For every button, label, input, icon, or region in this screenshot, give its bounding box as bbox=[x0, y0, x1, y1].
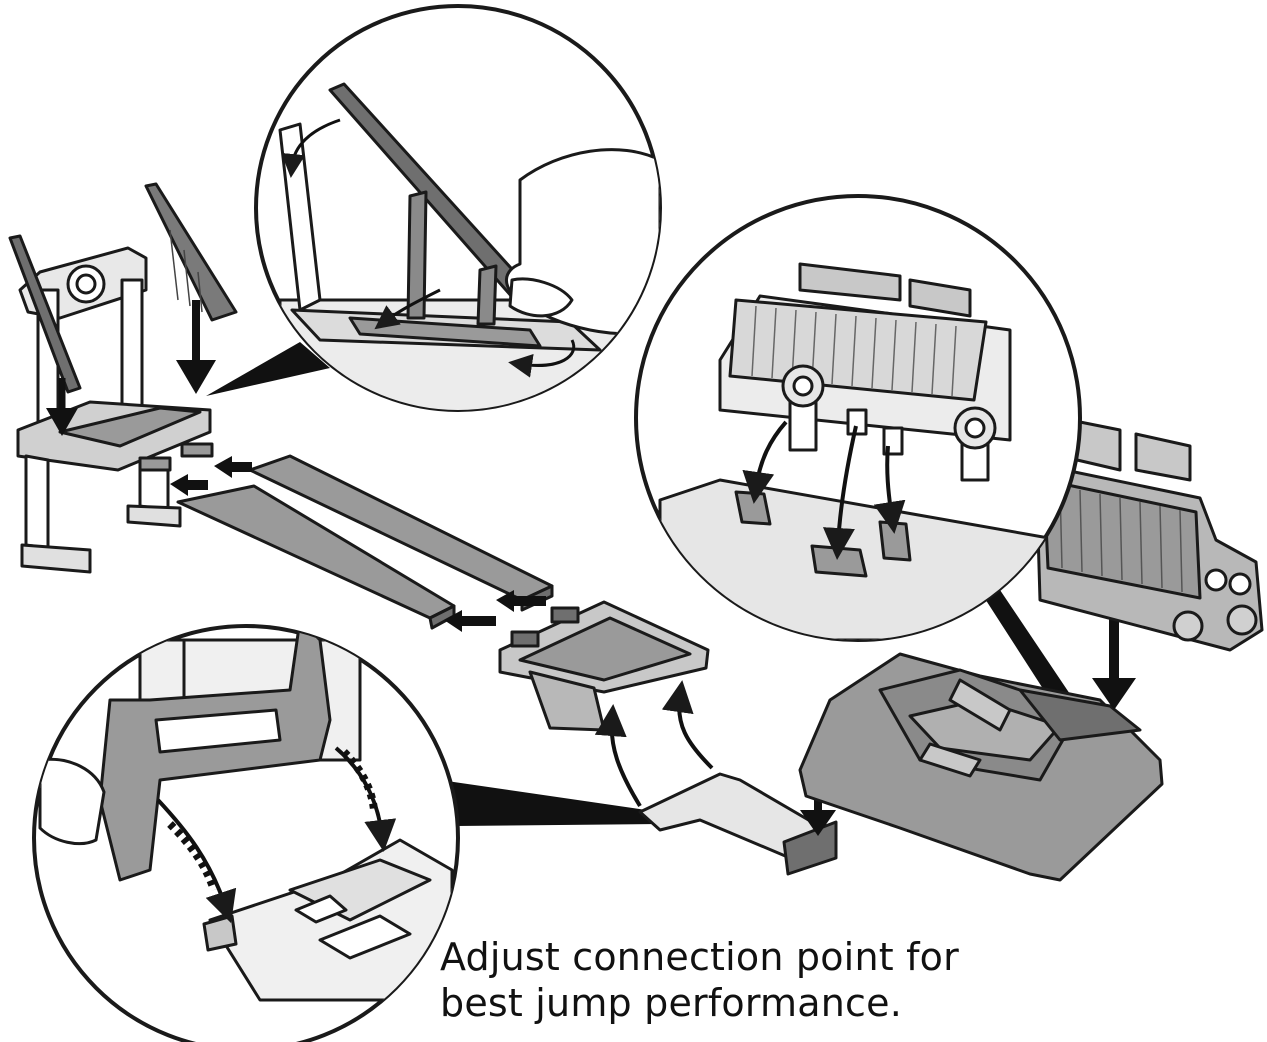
dashed-arc bbox=[167, 749, 378, 892]
jump-base bbox=[798, 652, 1164, 882]
curved-arrow-icon bbox=[594, 680, 714, 808]
caption-line-2: best jump performance. bbox=[440, 981, 902, 1025]
connector-piece bbox=[638, 772, 838, 876]
caption: Adjust connection point for best jump pe… bbox=[440, 934, 1000, 1026]
curved-arrow-icon bbox=[281, 118, 576, 378]
fan-icon bbox=[66, 264, 106, 304]
top-callout-pointer bbox=[206, 342, 330, 396]
bottom-callout-pointer bbox=[440, 780, 660, 826]
track-pieces bbox=[176, 454, 554, 630]
curved-ramp bbox=[498, 600, 710, 732]
down-arrow-icon bbox=[46, 378, 78, 436]
fin-piece bbox=[144, 182, 238, 322]
down-arrow-icon bbox=[176, 300, 216, 394]
truck bbox=[1034, 416, 1264, 652]
track-arrows bbox=[170, 456, 546, 632]
caption-line-1: Adjust connection point for bbox=[440, 935, 959, 979]
launcher-tower bbox=[8, 234, 214, 574]
curved-arrow-icon bbox=[742, 420, 906, 560]
